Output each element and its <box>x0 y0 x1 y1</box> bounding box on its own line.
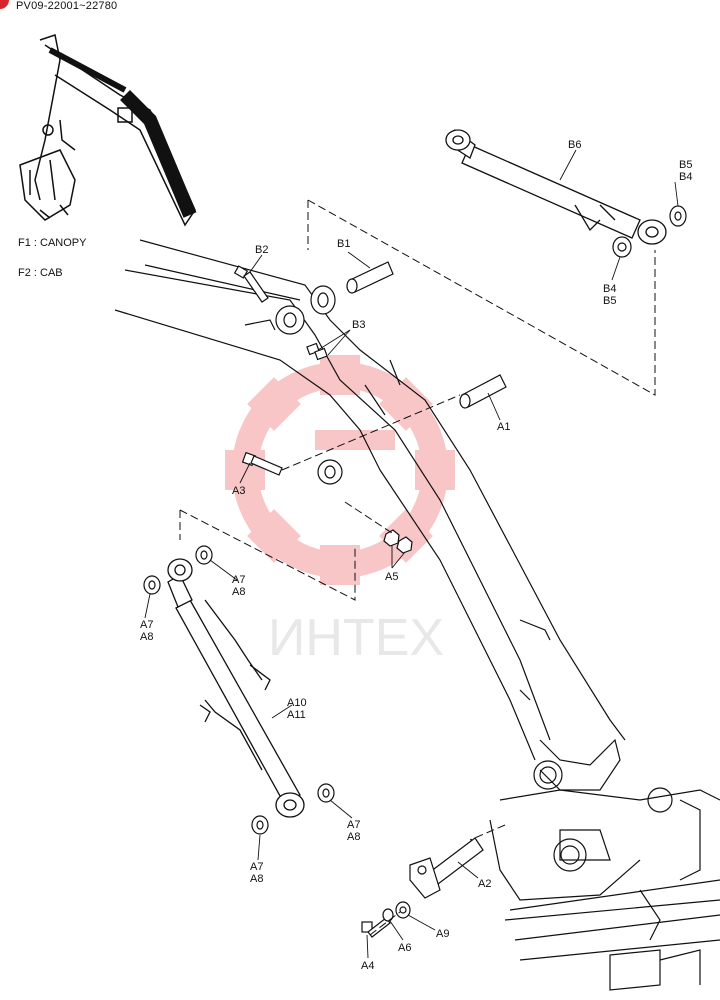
label-b1: B1 <box>337 238 350 250</box>
label-b2: B2 <box>255 244 268 256</box>
grease-fitting-b3 <box>306 342 328 361</box>
boom-cylinder <box>445 128 667 245</box>
washer-a6 <box>382 908 394 922</box>
label-a7-left: A7 <box>140 619 153 631</box>
label-a3: A3 <box>232 485 245 497</box>
label-a10: A10 <box>287 697 307 709</box>
arm-cylinder <box>167 558 305 818</box>
pin-a2 <box>409 837 484 899</box>
washer-b4-b5-left <box>612 236 632 258</box>
label-b5-bottom: B5 <box>603 295 616 307</box>
label-a7-right: A7 <box>232 574 245 586</box>
watermark-text: ИНТЕХ <box>268 609 444 667</box>
bolt-b2 <box>233 265 269 303</box>
label-a5: A5 <box>385 571 398 583</box>
swing-bracket-frame <box>489 787 720 991</box>
label-a11: A11 <box>287 709 306 721</box>
label-a8-right: A8 <box>232 586 245 598</box>
label-a9: A9 <box>436 928 449 940</box>
label-a7-bottom-left: A7 <box>250 861 263 873</box>
label-a8-bottom-left: A8 <box>250 873 263 885</box>
leader-lines <box>144 149 679 959</box>
label-a6: A6 <box>398 942 411 954</box>
boom-mid-boss <box>317 459 343 485</box>
assembly-dashed-lines <box>179 199 656 936</box>
label-a8-bottom-right: A8 <box>347 831 360 843</box>
washer-a7-a8-top-right <box>195 545 213 565</box>
boom-top-boss <box>244 285 336 335</box>
boom-arm <box>114 239 626 791</box>
washer-a7-a8-bottom-right <box>317 783 335 803</box>
pin-a1 <box>459 374 507 409</box>
serial-range-header: PV09-22001~22780 <box>16 0 118 12</box>
label-a4: A4 <box>361 960 374 972</box>
excavator-overview-illustration <box>19 34 197 227</box>
bolt-a3 <box>241 451 283 476</box>
label-b3: B3 <box>352 319 365 331</box>
label-a8-left: A8 <box>140 631 153 643</box>
label-b5-top: B5 <box>679 159 692 171</box>
label-b4-top: B4 <box>679 171 692 183</box>
label-b4-bottom: B4 <box>603 283 616 295</box>
label-a1: A1 <box>497 421 510 433</box>
legend-canopy: F1 : CANOPY <box>18 237 87 249</box>
washer-a9 <box>395 901 411 919</box>
washer-a7-a8-top-left <box>143 575 161 595</box>
washer-b4-b5-right <box>669 205 687 227</box>
label-b6: B6 <box>568 139 581 151</box>
label-a2: A2 <box>478 878 491 890</box>
washer-a7-a8-bottom-left <box>251 815 269 835</box>
nut-a5 <box>383 529 413 554</box>
corner-badge <box>0 0 9 9</box>
label-a7-bottom-right: A7 <box>347 819 360 831</box>
legend-cab: F2 : CAB <box>18 267 63 279</box>
pin-b1 <box>346 261 394 294</box>
